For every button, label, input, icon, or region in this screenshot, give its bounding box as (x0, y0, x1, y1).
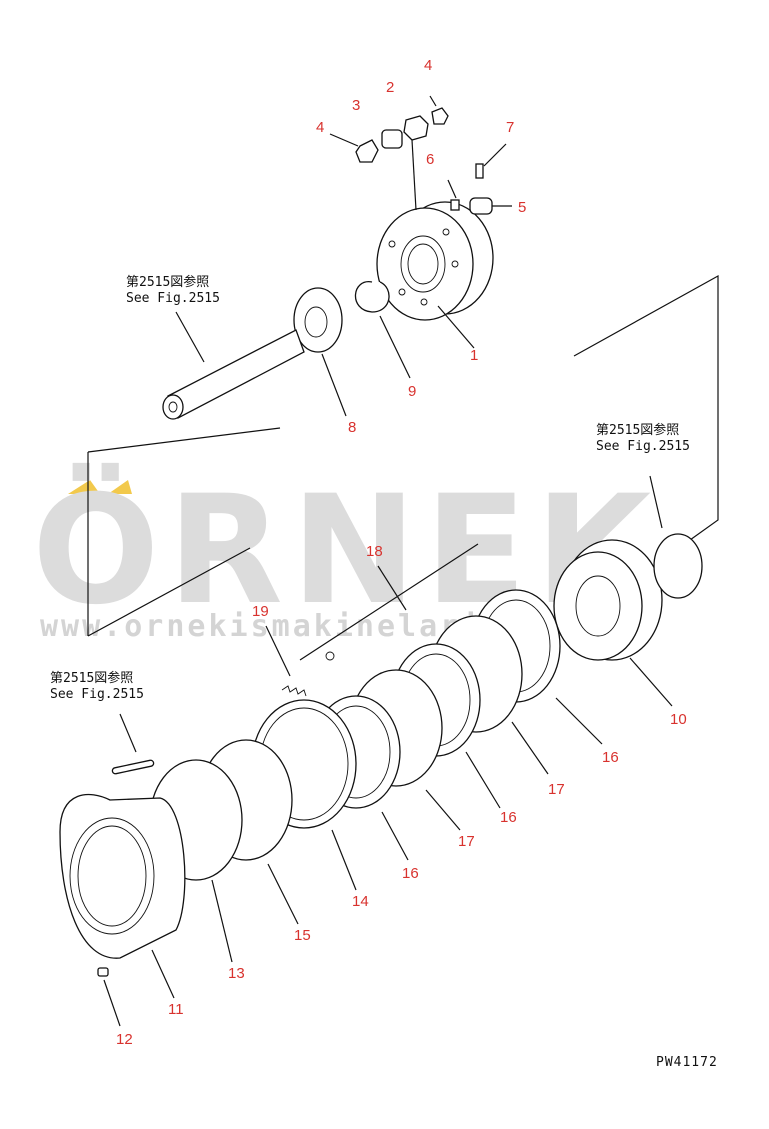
ref-top-left-jp: 第2515図参照 (126, 274, 209, 290)
ref-top-left-en: See Fig.2515 (126, 291, 220, 306)
watermark-accent-left-icon (68, 480, 100, 494)
leader-lines (103, 95, 673, 1027)
part-12-pin (97, 967, 109, 977)
callout-18: 18 (366, 543, 383, 560)
part-1-carrier (376, 201, 494, 321)
drawing-code: PW41172 (656, 1055, 718, 1070)
part-6-bolt (450, 199, 460, 211)
part-pin-11 (111, 759, 155, 775)
callout-13: 13 (228, 965, 245, 982)
callout-2: 2 (386, 79, 394, 96)
callout-19: 19 (252, 603, 269, 620)
part-4-nut-right (431, 107, 449, 125)
part-4-nut-left (355, 139, 379, 163)
part-5-shaft (469, 197, 493, 215)
part-9-snap-ring (354, 281, 390, 313)
callout-16-b: 16 (500, 809, 517, 826)
callout-17-b: 17 (548, 781, 565, 798)
part-3-spacer (381, 129, 403, 149)
reference-right: 第2515図参照 See Fig.2515 (596, 422, 690, 454)
assembly-lines (87, 274, 719, 661)
ref-right-jp: 第2515図参照 (596, 422, 679, 438)
callout-10: 10 (670, 711, 687, 728)
reference-top-left: 第2515図参照 See Fig.2515 (126, 274, 220, 306)
callout-16-c: 16 (602, 749, 619, 766)
part-number-callouts: 1 2 3 4 4 5 6 7 8 9 10 11 12 13 14 15 16… (116, 57, 687, 1048)
callout-1: 1 (470, 347, 478, 364)
shaft (162, 329, 305, 420)
callout-14: 14 (352, 893, 369, 910)
callout-3: 3 (352, 97, 360, 114)
callout-16-a: 16 (402, 865, 419, 882)
callout-4-right: 4 (424, 57, 432, 74)
ref-left-jp: 第2515図参照 (50, 670, 133, 686)
callout-12: 12 (116, 1031, 133, 1048)
part-19-spring (281, 685, 307, 697)
callout-8: 8 (348, 419, 356, 436)
reference-left: 第2515図参照 See Fig.2515 (50, 670, 144, 702)
small-parts (355, 107, 493, 215)
part-18-retainer (325, 651, 335, 661)
callout-7: 7 (506, 119, 514, 136)
callout-6: 6 (426, 151, 434, 168)
ref-right-en: See Fig.2515 (596, 439, 690, 454)
callout-5: 5 (518, 199, 526, 216)
part-2-gear (403, 115, 429, 141)
ref-left-en: See Fig.2515 (50, 687, 144, 702)
callout-17-a: 17 (458, 833, 475, 850)
callout-15: 15 (294, 927, 311, 944)
part-10-gear-ring (553, 539, 663, 661)
part-8-gear (293, 287, 343, 353)
part-7-pin (475, 163, 484, 179)
watermark-accent-right-icon (108, 480, 132, 494)
callout-4-left: 4 (316, 119, 324, 136)
part-11-housing (59, 793, 186, 959)
callout-9: 9 (408, 383, 416, 400)
part-ring-right (653, 533, 703, 599)
callout-11: 11 (168, 1001, 184, 1018)
